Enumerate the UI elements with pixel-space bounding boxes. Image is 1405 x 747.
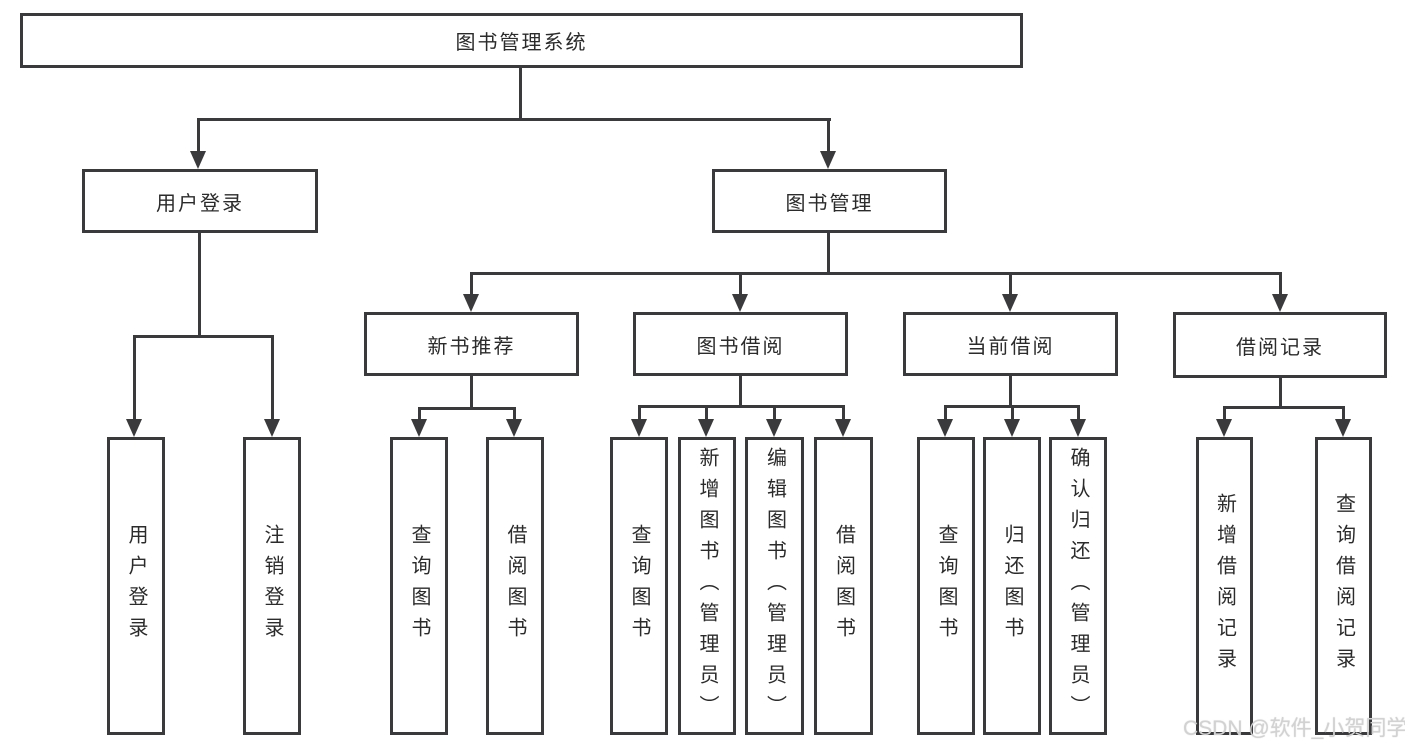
leaf-logout: 注销登录 [243, 437, 301, 735]
connector-drop-br-query [1342, 406, 1345, 423]
node-book-management: 图书管理 [712, 169, 947, 233]
leaf-record-query-record: 查询借阅记录 [1315, 437, 1372, 735]
connector-level2-branch [197, 118, 831, 121]
node-user-login: 用户登录 [82, 169, 318, 233]
csdn-watermark: CSDN @软件_小贺同学 [1183, 717, 1405, 740]
connector-drop-bb-edit [773, 405, 776, 423]
connector-drop-leaf-user-login [133, 335, 136, 423]
connector-root-stem [519, 68, 522, 121]
leaf-current-confirm-return-admin: 确认归还（管理员） [1049, 437, 1107, 735]
connector-drop-book-borrow [739, 272, 742, 298]
connector-drop-new-book [470, 272, 473, 298]
connector-userlogin-stem [198, 233, 201, 338]
connector-bookborrow-stem [739, 376, 742, 408]
arrow-down-icon [732, 294, 748, 312]
connector-drop-nb-query [418, 407, 421, 423]
arrow-down-icon [820, 151, 836, 169]
node-root: 图书管理系统 [20, 13, 1023, 68]
leaf-newbook-query-books: 查询图书 [390, 437, 448, 735]
connector-drop-leaf-logout [271, 335, 274, 423]
arrow-down-icon [411, 419, 427, 437]
arrow-down-icon [1004, 419, 1020, 437]
leaf-borrow-add-books-admin: 新增图书（管理员） [678, 437, 736, 735]
leaf-record-add-record: 新增借阅记录 [1196, 437, 1253, 735]
connector-bookmgmt-stem [827, 233, 830, 275]
leaf-user-login: 用户登录 [107, 437, 165, 735]
arrow-down-icon [1002, 294, 1018, 312]
connector-userlogin-branch [133, 335, 274, 338]
arrow-down-icon [698, 419, 714, 437]
connector-drop-bb-query [638, 405, 641, 423]
connector-drop-current-borrow [1009, 272, 1012, 298]
connector-newbook-branch [418, 407, 516, 410]
leaf-current-query-books: 查询图书 [917, 437, 975, 735]
connector-drop-cb-return [1011, 405, 1014, 423]
connector-borrowrecord-stem [1279, 378, 1282, 409]
connector-drop-cb-query [944, 405, 947, 423]
arrow-down-icon [126, 419, 142, 437]
leaf-current-return-books: 归还图书 [983, 437, 1041, 735]
connector-drop-nb-borrow [513, 407, 516, 423]
connector-drop-br-add [1223, 406, 1226, 423]
arrow-down-icon [1216, 419, 1232, 437]
connector-borrowrecord-branch [1223, 406, 1344, 409]
connector-drop-bb-add [705, 405, 708, 423]
connector-drop-user-login [197, 118, 200, 154]
arrow-down-icon [835, 419, 851, 437]
arrow-down-icon [1272, 294, 1288, 312]
arrow-down-icon [264, 419, 280, 437]
arrow-down-icon [766, 419, 782, 437]
node-book-borrow: 图书借阅 [633, 312, 848, 376]
leaf-newbook-borrow-books: 借阅图书 [486, 437, 544, 735]
arrow-down-icon [937, 419, 953, 437]
arrow-down-icon [190, 151, 206, 169]
connector-level3-branch [470, 272, 1282, 275]
node-borrow-record: 借阅记录 [1173, 312, 1387, 378]
leaf-borrow-query-books: 查询图书 [610, 437, 668, 735]
arrow-down-icon [1070, 419, 1086, 437]
connector-currentborrow-stem [1009, 376, 1012, 408]
node-new-book-recommend: 新书推荐 [364, 312, 579, 376]
connector-newbook-stem [470, 376, 473, 410]
arrow-down-icon [506, 419, 522, 437]
connector-drop-book-mgmt [827, 118, 830, 154]
connector-drop-cb-confirm [1077, 405, 1080, 423]
leaf-borrow-edit-books-admin: 编辑图书（管理员） [745, 437, 804, 735]
connector-drop-borrow-record [1279, 272, 1282, 298]
connector-bookborrow-branch [638, 405, 845, 408]
connector-drop-bb-borrow [842, 405, 845, 423]
arrow-down-icon [631, 419, 647, 437]
arrow-down-icon [1335, 419, 1351, 437]
leaf-borrow-borrow-books: 借阅图书 [814, 437, 873, 735]
node-current-borrow: 当前借阅 [903, 312, 1118, 376]
arrow-down-icon [463, 294, 479, 312]
